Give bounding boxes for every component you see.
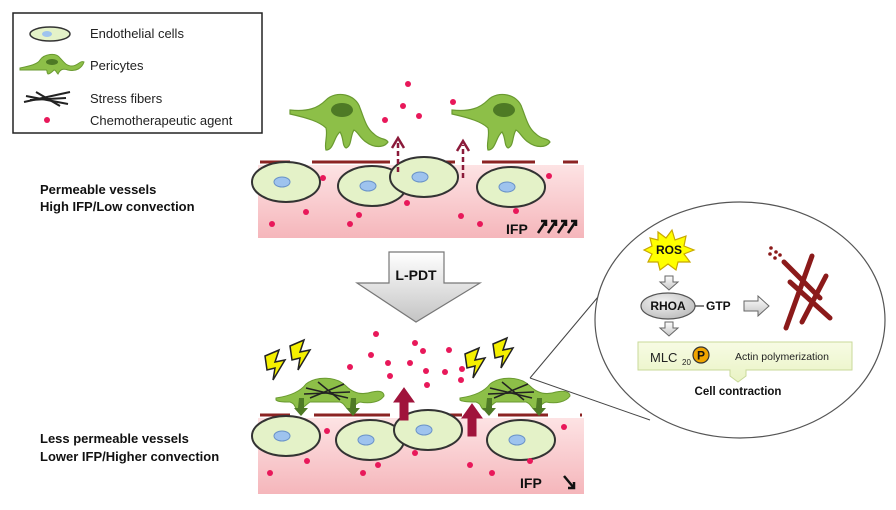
step-arrow <box>658 275 680 291</box>
endothelial-cell <box>389 156 459 198</box>
phospho-label: P <box>697 349 705 363</box>
rhoa-node: RHOA <box>640 292 696 320</box>
pericyte-icon <box>19 53 85 75</box>
top-label-line2: High IFP/Low convection <box>40 199 195 214</box>
legend-label-pericytes: Pericytes <box>90 58 144 73</box>
legend: Endothelial cells Pericytes Stress fiber… <box>12 12 263 134</box>
chemotherapeutic-agent-icon <box>44 117 50 123</box>
endothelial-cell-icon <box>29 26 71 42</box>
agent-dots-top <box>269 81 552 227</box>
ifp-label-top: IFP <box>506 221 528 237</box>
pericyte <box>451 93 551 151</box>
legend-label-endothelial: Endothelial cells <box>90 26 184 41</box>
actin-fibers-icon <box>768 246 833 331</box>
cell-contraction-label: Cell contraction <box>695 386 782 398</box>
bottom-label-line2: Lower IFP/Higher convection <box>40 449 219 464</box>
extravasation-arrow <box>455 138 471 178</box>
bottom-panel: Less permeable vessels Lower IFP/Higher … <box>40 331 584 494</box>
mlc-subscript: 20 <box>682 358 691 367</box>
endothelial-cell <box>251 415 321 457</box>
endothelial-cell <box>486 419 556 461</box>
contraction-arrows <box>294 398 360 416</box>
mlc-box: MLC 20 P Actin polymerization <box>637 341 853 383</box>
ifp-label-bottom: IFP <box>520 475 542 491</box>
ros-label: ROS <box>656 243 682 257</box>
rhoa-label: RHOA <box>650 299 686 313</box>
bottom-label-line1: Less permeable vessels <box>40 431 189 446</box>
light-bolt-icon <box>264 349 286 381</box>
ros-burst: ROS <box>642 228 696 272</box>
l-pdt-label: L-PDT <box>395 267 437 283</box>
gtp-label: GTP <box>706 299 731 313</box>
legend-label-chemo: Chemotherapeutic agent <box>90 113 233 128</box>
ifp-increase-icon <box>536 219 578 234</box>
light-bolt-icon <box>492 337 514 369</box>
convection-arrow <box>461 403 483 437</box>
stress-fibers-icon <box>23 91 71 107</box>
stress-fibers <box>303 381 351 401</box>
light-bolt-icon <box>289 339 311 371</box>
step-arrow <box>658 321 680 337</box>
top-panel: Permeable vessels High IFP/Low convectio… <box>40 81 584 238</box>
inset-circle <box>594 201 886 439</box>
top-label-line1: Permeable vessels <box>40 182 156 197</box>
ifp-decrease-icon <box>563 475 576 490</box>
to-actin-arrow <box>743 294 770 318</box>
mlc-label: MLC <box>650 350 677 365</box>
phospho-icon <box>692 346 710 364</box>
l-pdt-arrow: L-PDT <box>355 251 483 323</box>
extravasation-arrow <box>390 135 406 172</box>
actin-polymerization-label: Actin polymerization <box>735 351 829 363</box>
contraction-arrows <box>482 398 546 416</box>
light-bolt-icon <box>464 347 486 379</box>
contracted-pericyte <box>275 377 385 416</box>
endothelial-cell <box>251 161 321 203</box>
legend-label-stress-fibers: Stress fibers <box>90 91 163 106</box>
endothelial-cell <box>476 166 546 208</box>
convection-arrow <box>393 387 415 421</box>
contracted-pericyte <box>459 377 571 416</box>
stress-fibers <box>487 381 535 401</box>
pathway-inset: ROS RHOA GTP MLC <box>594 201 886 439</box>
agent-dots-bottom <box>267 331 567 476</box>
pericyte <box>289 93 389 151</box>
